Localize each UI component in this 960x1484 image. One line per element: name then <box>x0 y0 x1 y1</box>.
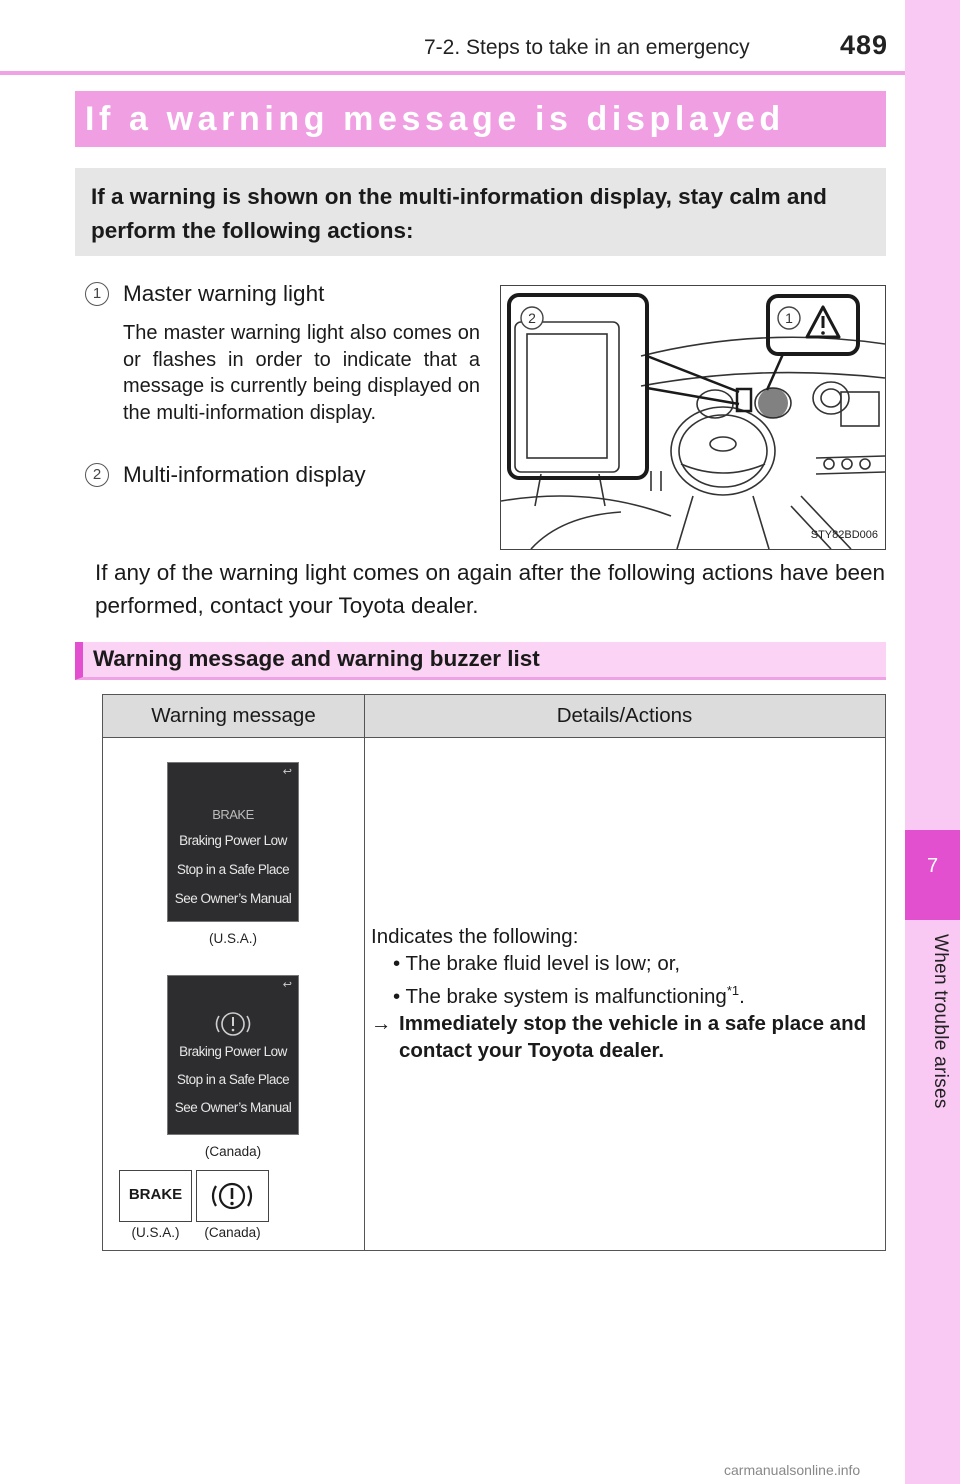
table-header-warning-message: Warning message <box>151 704 316 727</box>
screen-line: Braking Power Low <box>179 833 287 848</box>
screen-line: BRAKE <box>212 807 254 822</box>
page-title: If a warning message is displayed <box>75 91 886 147</box>
indicator-caption-canada: (Canada) <box>204 1225 261 1240</box>
screen-line: Stop in a Safe Place <box>176 862 290 877</box>
dealer-note: If any of the warning light comes on aga… <box>95 560 885 618</box>
indicator-caption-usa: (U.S.A.) <box>131 1225 180 1240</box>
header-rule <box>0 71 905 75</box>
details-actions-cell: Indicates the following: • The brake flu… <box>371 923 879 1064</box>
figure-code: STY82BD006 <box>810 529 878 541</box>
item-description-master-warning: The master warning light also comes on o… <box>123 322 480 424</box>
brake-indicator-canada <box>196 1170 269 1222</box>
screen-line: Stop in a Safe Place <box>176 1072 290 1087</box>
details-bullet: • The brake fluid level is low; or, <box>393 952 681 975</box>
brake-warning-icon <box>211 1182 253 1210</box>
display-screen-usa: ↩ BRAKE Braking Power Low Stop in a Safe… <box>167 762 299 922</box>
warning-triangle-icon <box>805 305 841 339</box>
warning-message-table: Warning message Details/Actions ↩ BRAKE … <box>102 694 886 1251</box>
table-header-details: Details/Actions <box>556 704 693 727</box>
details-lead: Indicates the following: <box>371 925 579 948</box>
caption-canada: (Canada) <box>204 1144 262 1159</box>
brake-warning-icon <box>215 1012 251 1036</box>
chapter-number: 7 <box>926 855 939 877</box>
section-heading: 7-2. Steps to take in an emergency <box>424 36 750 59</box>
item-title-multi-info: Multi-information display <box>123 462 366 487</box>
brake-indicator-usa: BRAKE <box>119 1170 192 1222</box>
table-column-divider <box>364 695 365 1250</box>
screen-line: See Owner’s Manual <box>174 1100 292 1115</box>
table-header-row: Warning message Details/Actions <box>103 695 885 738</box>
chapter-tab <box>905 830 960 920</box>
back-icon: ↩ <box>282 979 292 991</box>
details-action: →Immediately stop the vehicle in a safe … <box>371 1011 867 1062</box>
display-screen-canada: ↩ Braking Power Low Stop in a Safe Place… <box>167 975 299 1135</box>
watermark: carmanualsonline.info <box>724 1462 861 1478</box>
chapter-title: When trouble arises <box>930 934 951 1109</box>
screen-line: See Owner’s Manual <box>174 891 292 906</box>
section-subheading: Warning message and warning buzzer list <box>75 642 886 680</box>
figure-callout-1: 1 <box>785 310 793 326</box>
dashboard-illustration: 2 1 STY82BD006 <box>500 285 886 550</box>
arrow-right-icon: → <box>371 1011 392 1035</box>
dashboard-drawing: 2 1 <box>500 293 886 550</box>
item-number-badge: 1 <box>85 282 109 306</box>
figure-callout-2: 2 <box>528 310 536 326</box>
intro-text: If a warning is shown on the multi-infor… <box>75 168 886 256</box>
item-number-badge: 2 <box>85 463 109 487</box>
chapter-sidebar <box>905 0 960 1484</box>
details-bullet: • The brake system is malfunctioning*1. <box>393 983 745 1008</box>
item-title-master-warning: Master warning light <box>123 281 325 306</box>
screen-line: Braking Power Low <box>179 1044 287 1059</box>
page-number: 489 <box>840 30 889 60</box>
caption-usa: (U.S.A.) <box>208 931 257 946</box>
back-icon: ↩ <box>282 766 292 778</box>
footnote-mark: *1 <box>726 983 740 998</box>
brake-indicator-text: BRAKE <box>128 1186 183 1203</box>
